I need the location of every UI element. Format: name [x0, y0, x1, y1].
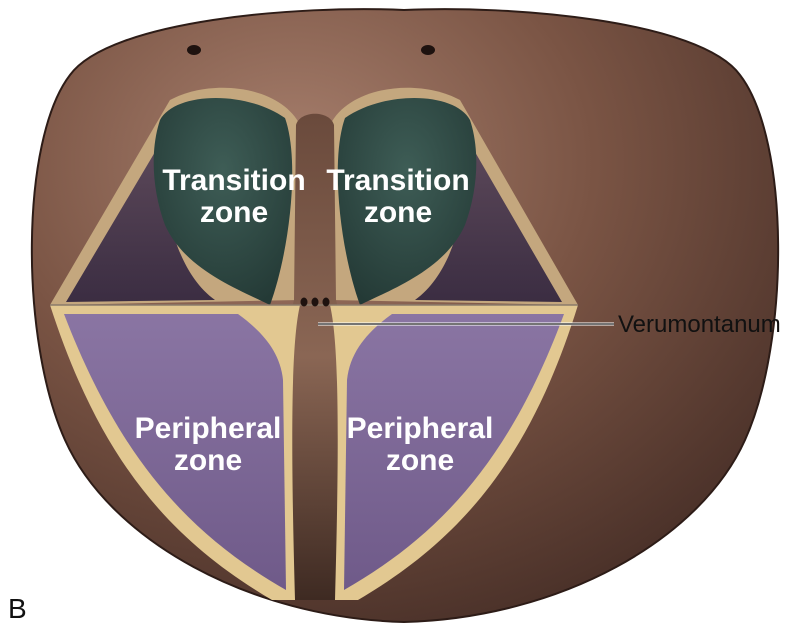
transition-zone-right-label-line1: Transition — [326, 164, 469, 197]
peripheral-zone-left-label-line2: zone — [174, 444, 242, 477]
peripheral-zone-right-label-line2: zone — [386, 444, 454, 477]
transition-zone-left — [153, 97, 293, 305]
central-zone-left — [66, 152, 215, 302]
panel-letter: B — [8, 593, 27, 624]
utricle-opening — [311, 297, 319, 307]
peripheral-zone-left-label-line1: Peripheral — [135, 412, 282, 445]
verumontanum-label: Verumontanum — [618, 311, 781, 338]
duct-opening-left — [187, 45, 201, 55]
urethra-channel — [286, 113, 344, 600]
duct-opening-right — [421, 45, 435, 55]
transition-zone-right-label-line2: zone — [364, 196, 432, 229]
peripheral-zone-right — [344, 314, 564, 590]
ejaculatory-duct-right — [322, 297, 330, 307]
central-zone-right — [415, 152, 562, 302]
transition-zone-right — [337, 97, 477, 305]
transition-zone-left-label-line1: Transition — [162, 164, 305, 197]
ejaculatory-duct-left — [300, 297, 308, 307]
peripheral-zone-right-label-line1: Peripheral — [347, 412, 494, 445]
transition-zone-left-label-line2: zone — [200, 196, 268, 229]
peripheral-zone-left — [64, 314, 286, 590]
